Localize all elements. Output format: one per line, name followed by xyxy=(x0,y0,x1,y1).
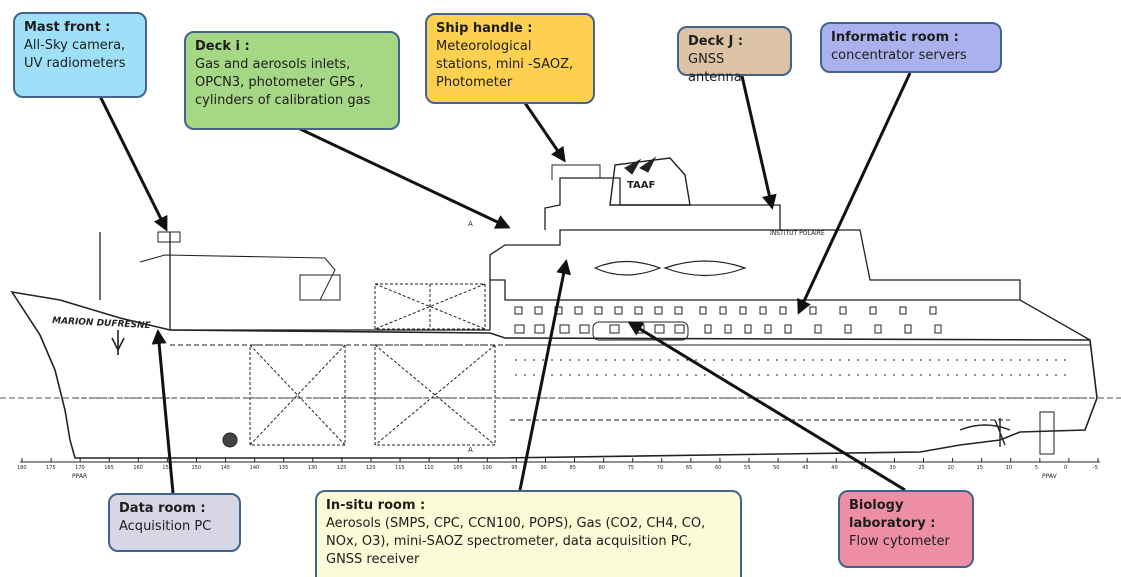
arrow-ship-handle xyxy=(523,100,564,160)
frame-label: 80 xyxy=(599,465,605,471)
bow-mark: PPAV xyxy=(1042,473,1058,480)
arrow-mast xyxy=(96,88,166,229)
crane-house xyxy=(300,275,340,300)
frame-label: 165 xyxy=(104,465,114,471)
callout-title: Data room : xyxy=(119,500,230,518)
frame-label: 120 xyxy=(366,465,376,471)
callout-title: Informatic room : xyxy=(831,29,991,47)
frame-label: 85 xyxy=(570,465,576,471)
callout-title: Deck J : xyxy=(688,33,781,51)
callout-in-situ-room: In-situ room : Aerosols (SMPS, CPC, CCN1… xyxy=(315,490,742,577)
funnel-logo xyxy=(625,158,655,174)
frame-label: 30 xyxy=(889,465,895,471)
frame-label: 180 xyxy=(17,465,27,471)
callout-mast-front: Mast front : All-Sky camera, UV radiomet… xyxy=(13,12,147,98)
frame-label: 140 xyxy=(250,465,260,471)
portholes-row-2 xyxy=(515,325,941,333)
arrow-biology xyxy=(630,323,905,490)
callout-line: Gas and aerosols inlets, xyxy=(195,56,389,74)
lifeboat-2 xyxy=(665,261,745,276)
frame-label: 145 xyxy=(221,465,231,471)
crane xyxy=(140,255,335,300)
anchor xyxy=(112,330,124,355)
frame-label: 70 xyxy=(657,465,663,471)
frame-label: 55 xyxy=(744,465,750,471)
callout-title: In-situ room : xyxy=(326,497,731,515)
arrow-informatic xyxy=(799,73,910,312)
callout-line: UV radiometers xyxy=(24,55,136,73)
callout-line: Acquisition PC xyxy=(119,518,230,536)
superstructure-upper xyxy=(545,178,780,230)
frame-label: 105 xyxy=(453,465,463,471)
frame-label: 100 xyxy=(482,465,492,471)
anchor-hawse xyxy=(223,433,237,447)
frame-label: 175 xyxy=(46,465,56,471)
callout-informatic-room: Informatic room : concentrator servers xyxy=(820,22,1002,73)
arrow-deck-j xyxy=(742,76,772,207)
frame-label: 170 xyxy=(75,465,85,471)
stern-mark: PPAR xyxy=(72,473,87,480)
callout-line: GNSS receiver xyxy=(326,551,731,569)
callout-line: stations, mini -SAOZ, xyxy=(436,56,584,74)
deck-text: INSTITUT POLAIRE xyxy=(770,230,825,237)
frame-label: 150 xyxy=(191,465,201,471)
deck-dots xyxy=(515,360,1070,375)
callout-line: Meteorological xyxy=(436,38,584,56)
callout-line: cylinders of calibration gas xyxy=(195,92,389,110)
callout-title-2: laboratory : xyxy=(849,515,963,533)
callout-biology-laboratory: Biology laboratory : Flow cytometer xyxy=(838,490,974,568)
lifeboat-1 xyxy=(595,262,660,276)
frame-label: 75 xyxy=(628,465,634,471)
callout-line: concentrator servers xyxy=(831,47,991,65)
callout-line: Flow cytometer xyxy=(849,533,963,551)
frame-label: 115 xyxy=(395,465,405,471)
frame-label: 25 xyxy=(919,465,925,471)
callout-line: NOx, O3), mini-SAOZ spectrometer, data a… xyxy=(326,533,731,551)
frame-label: 110 xyxy=(424,465,434,471)
cargo-hatches xyxy=(250,284,495,445)
callout-deck-i: Deck i : Gas and aerosols inlets, OPCN3,… xyxy=(184,31,400,130)
callout-title: Ship handle : xyxy=(436,20,584,38)
frame-label: 125 xyxy=(337,465,347,471)
frame-label: 0 xyxy=(1064,465,1067,471)
funnel-text: TAAF xyxy=(627,180,655,191)
arrow-in-situ xyxy=(520,262,566,490)
frame-label: 20 xyxy=(948,465,954,471)
frame-label: 50 xyxy=(773,465,779,471)
callout-title: Mast front : xyxy=(24,19,136,37)
rudder xyxy=(1040,412,1054,454)
callout-line: OPCN3, photometer GPS , xyxy=(195,74,389,92)
frame-label: 10 xyxy=(1006,465,1012,471)
callout-line: Photometer xyxy=(436,74,584,92)
frame-label: 5 xyxy=(1035,465,1038,471)
mast-top-box xyxy=(158,232,180,242)
callout-line: GNSS antenna xyxy=(688,51,781,87)
frame-label: 15 xyxy=(977,465,983,471)
callout-ship-handle: Ship handle : Meteorological stations, m… xyxy=(425,13,595,104)
callout-title: Deck i : xyxy=(195,38,389,56)
superstructure-lower xyxy=(490,230,1020,300)
frame-label: 135 xyxy=(279,465,289,471)
section-marker-top: A xyxy=(468,220,473,228)
frame-label: 95 xyxy=(511,465,517,471)
callout-title: Biology xyxy=(849,497,963,515)
frame-label: 130 xyxy=(308,465,318,471)
frame-label: 40 xyxy=(831,465,837,471)
section-marker-bottom: A xyxy=(468,446,473,454)
frame-label: 90 xyxy=(540,465,546,471)
portholes-row-1 xyxy=(515,307,936,314)
callout-line: All-Sky camera, xyxy=(24,37,136,55)
frame-label: 45 xyxy=(802,465,808,471)
frame-label: 65 xyxy=(686,465,692,471)
frame-label: 160 xyxy=(133,465,143,471)
frame-label: 60 xyxy=(715,465,721,471)
arrow-deck-i xyxy=(298,128,508,227)
callout-deck-j: Deck J : GNSS antenna xyxy=(677,26,792,76)
callout-line: Aerosols (SMPS, CPC, CCN100, POPS), Gas … xyxy=(326,515,731,533)
hull-name: MARION DUFRESNE xyxy=(52,316,152,331)
frame-label: -5 xyxy=(1093,465,1098,471)
callout-data-room: Data room : Acquisition PC xyxy=(108,493,241,552)
callout-arrows xyxy=(96,73,910,493)
